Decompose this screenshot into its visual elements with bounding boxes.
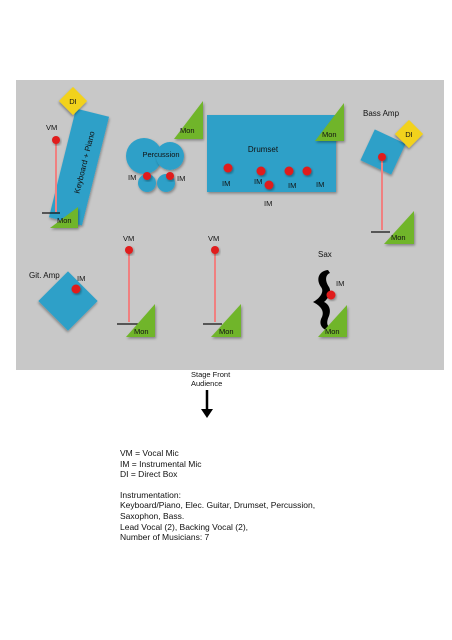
vocal-mic-keyboard: VM [42,123,60,214]
mon-label: Mon [325,327,340,336]
vm-label: VM [208,234,219,243]
im-label: IM [77,274,85,283]
im-label: IM [264,199,272,208]
vm-label: VM [123,234,134,243]
monitor-drumset: Mon [315,103,344,141]
di-label: DI [405,130,413,139]
im-label: IM [254,177,262,186]
guitar-amp: IM [38,271,98,331]
drumset-label: Drumset [248,145,279,154]
im-label: IM [288,181,296,190]
drumset: Drumset IM IM IM IM IM [207,115,336,208]
legend: VM = Vocal Mic IM = Instrumental Mic DI … [120,448,315,543]
vocal-mic-2: VM [117,234,138,325]
di-label: DI [69,97,77,106]
vocals-line: Lead Vocal (2), Backing Vocal (2), [120,521,249,532]
legend-im: IM = Instrumental Mic [120,458,202,469]
bass-amp-label: Bass Amp [363,109,400,118]
monitor-keyboard: Mon [50,207,78,228]
monitor-percussion: Mon [174,101,203,139]
mon-label: Mon [134,327,149,336]
mon-label: Mon [180,126,195,135]
bass-mic [371,153,390,233]
monitor-3: Mon [211,304,241,337]
git-amp-label: Git. Amp [29,271,60,280]
sax-label: Sax [318,250,332,259]
monitor-bass: Mon [384,211,414,244]
monitor-sax: Mon [318,305,347,337]
stage-front-label: Stage Front [191,370,231,379]
im-label: IM [177,174,185,183]
vm-label: VM [46,123,57,132]
im-label: IM [336,279,344,288]
instrumentation-line-2: Saxophon, Bass. [120,510,185,521]
bass-amp [360,129,406,175]
im-label: IM [316,180,324,189]
monitor-2: Mon [126,304,155,337]
arrow-down-icon [201,390,213,418]
di-box-keyboard: DI [58,86,88,116]
legend-di: DI = Direct Box [120,469,178,480]
keyboard-piano: Keyboard + Piano [48,108,110,226]
instrumentation-line-1: Keyboard/Piano, Elec. Guitar, Drumset, P… [120,500,316,511]
mon-label: Mon [219,327,234,336]
im-label: IM [222,179,230,188]
im-label: IM [128,173,136,182]
percussion: Percussion IM IM [126,138,185,192]
mon-label: Mon [391,233,406,242]
musicians-line: Number of Musicians: 7 [120,532,210,543]
vocal-mic-3: VM [203,234,222,325]
mon-label: Mon [57,216,72,225]
audience-label: Audience [191,379,222,388]
saxophone: IM [313,270,344,331]
instrumentation-heading: Instrumentation: [120,489,181,500]
mon-label: Mon [322,130,337,139]
legend-vm: VM = Vocal Mic [120,448,179,458]
percussion-label: Percussion [142,150,179,159]
